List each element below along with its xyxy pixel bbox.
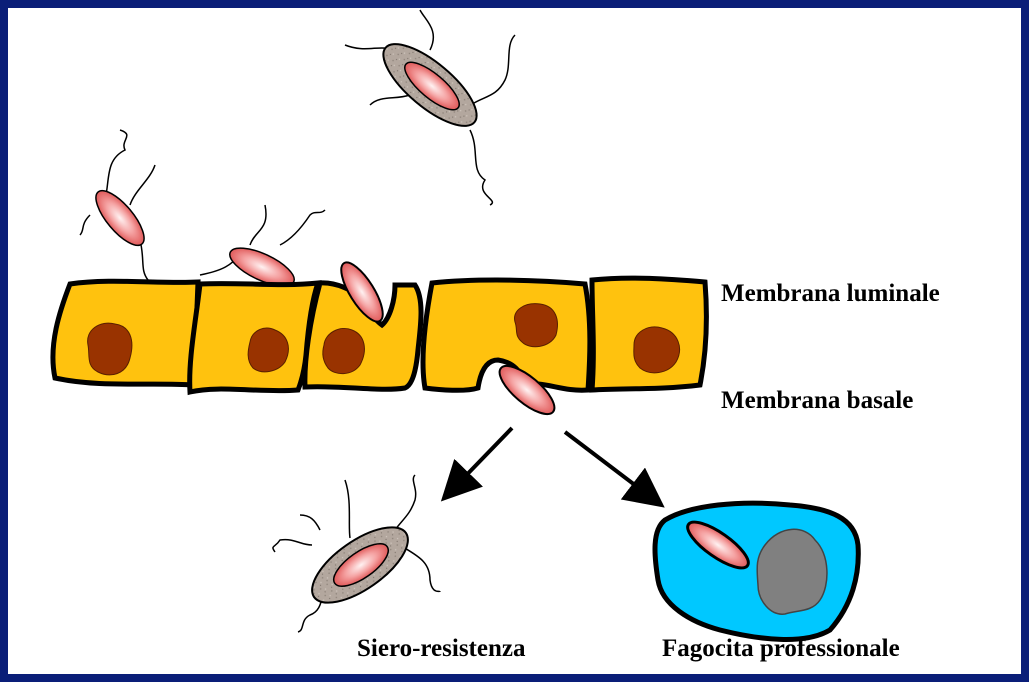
- label-siero-resistenza: Siero-resistenza: [357, 636, 525, 661]
- label-fagocita-professionale: Fagocita professionale: [662, 636, 900, 661]
- epithelial-cell-icon: [190, 283, 318, 392]
- label-membrana-luminale: Membrana luminale: [721, 281, 940, 306]
- epithelial-cell-icon: [592, 278, 706, 390]
- label-membrana-basale: Membrana basale: [721, 388, 913, 413]
- epithelial-cell-icon: [53, 281, 198, 385]
